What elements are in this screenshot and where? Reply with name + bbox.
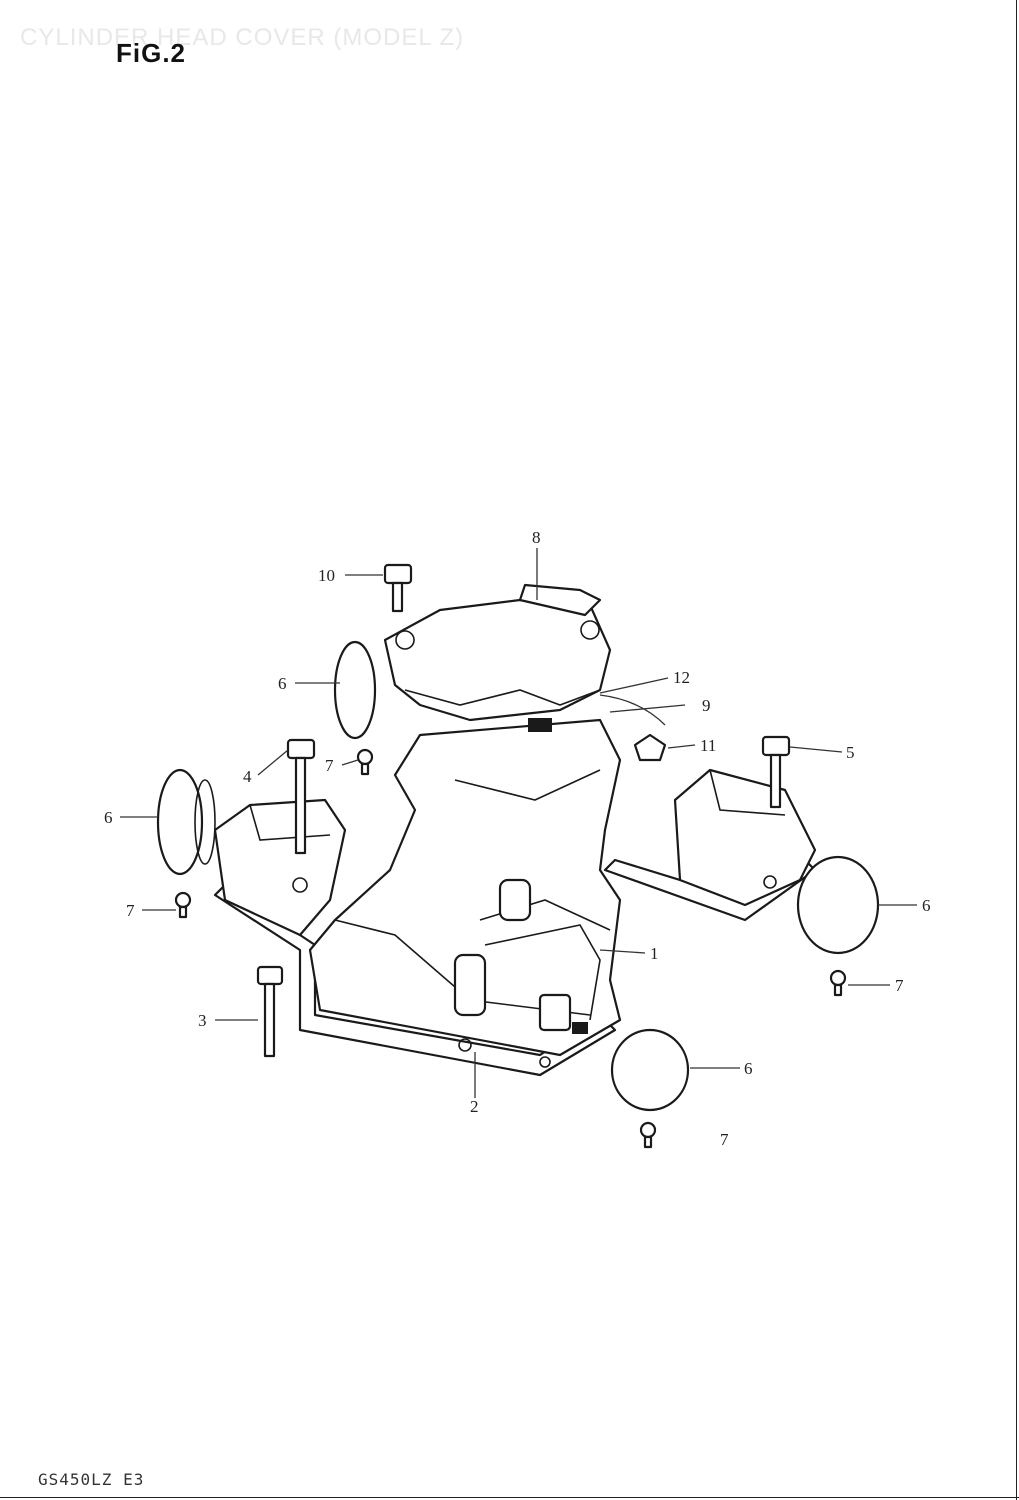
callout-3: 3 (198, 1011, 207, 1030)
washer-11 (633, 733, 667, 762)
breather-nipple (518, 583, 602, 617)
bolt-10 (383, 563, 413, 613)
end-cap-left (156, 768, 204, 876)
model-code: GS450LZ E3 (38, 1470, 145, 1489)
screw-7-left (174, 891, 192, 919)
bolt-5 (761, 735, 791, 809)
bolt-3 (256, 965, 284, 1058)
bolt-4 (286, 738, 316, 855)
left-cam-housing (213, 798, 347, 937)
callout-2: 2 (470, 1097, 479, 1116)
page-border-bottom (0, 1497, 1019, 1498)
callout-6-right: 6 (922, 896, 931, 915)
callout-8: 8 (532, 528, 541, 547)
callout-7-left: 7 (126, 901, 135, 920)
callout-10: 10 (318, 566, 335, 585)
center-boss (453, 953, 487, 1017)
callout-12: 12 (673, 668, 690, 687)
figure-label: FiG.2 (116, 38, 187, 68)
page-title: CYLINDER HEAD COVER (MODEL Z) (20, 24, 465, 51)
callout-1: 1 (650, 944, 659, 963)
rear-boss (498, 878, 532, 922)
callout-7-upper: 7 (325, 756, 334, 775)
screw-7-upper (356, 748, 374, 776)
callout-7-right: 7 (895, 976, 904, 995)
end-cap-front (610, 1028, 690, 1112)
callout-6-front: 6 (744, 1059, 753, 1078)
callout-7-front: 7 (720, 1130, 729, 1149)
front-lug (538, 993, 572, 1032)
screw-7-right (829, 969, 847, 997)
callout-4: 4 (243, 767, 252, 786)
screw-7-front (639, 1121, 657, 1149)
callout-9: 9 (702, 696, 711, 715)
callout-11: 11 (700, 736, 716, 755)
callout-6-upper: 6 (278, 674, 287, 693)
end-cap-upper-left (333, 640, 377, 740)
callout-5: 5 (846, 743, 855, 762)
cylinder-head-cover (308, 718, 622, 1057)
page-border-right (1016, 0, 1017, 1500)
callout-6-left: 6 (104, 808, 113, 827)
